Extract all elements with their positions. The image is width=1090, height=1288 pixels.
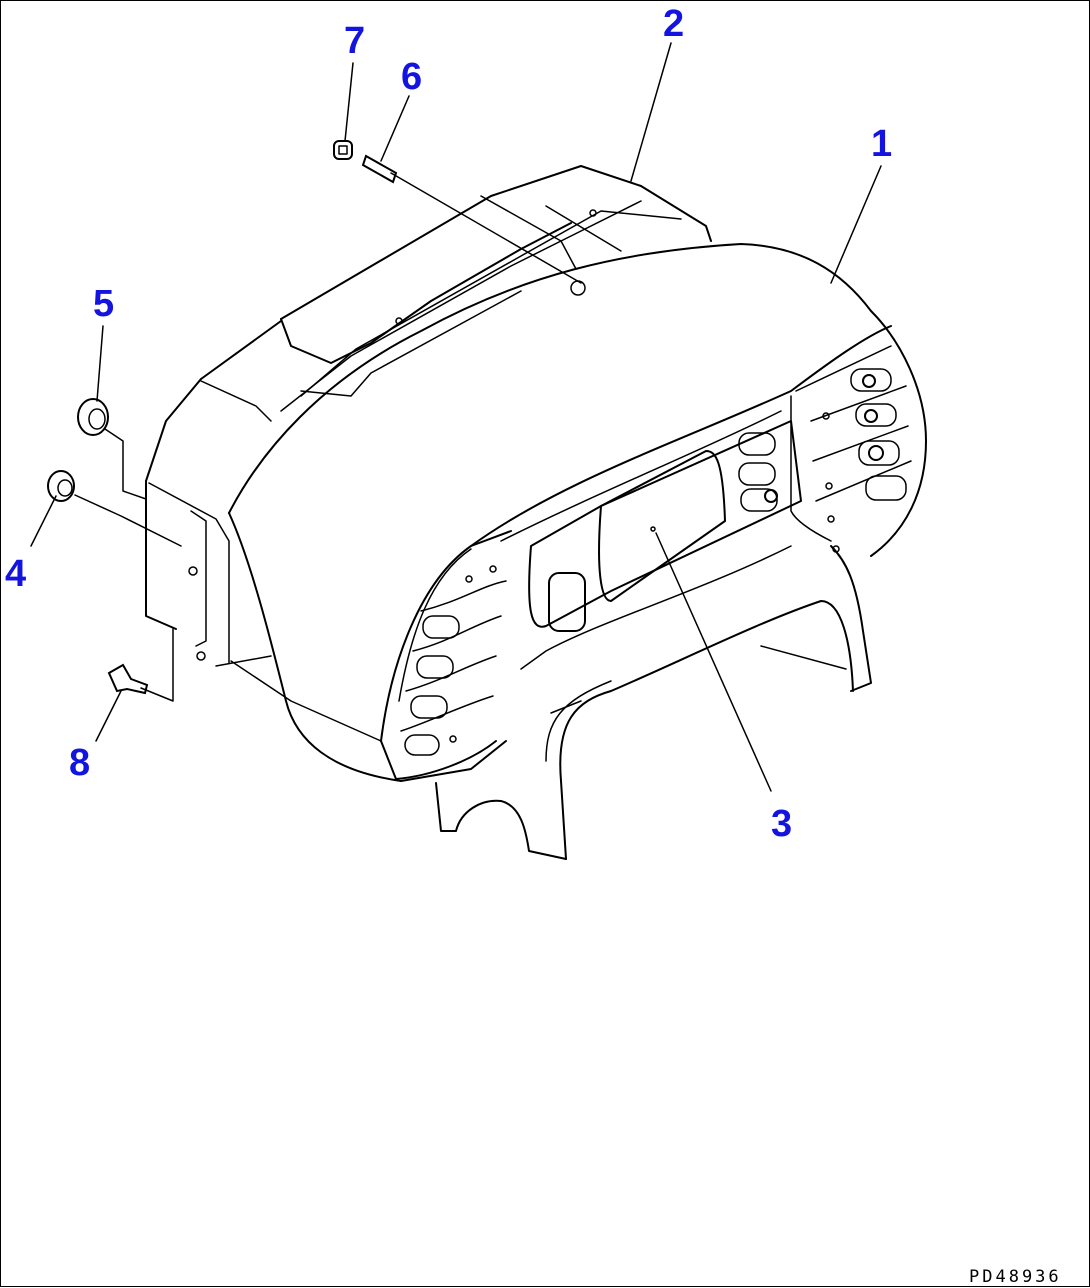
assembly-lines xyxy=(74,172,582,742)
callout-6: 6 xyxy=(401,56,422,98)
callout-3: 3 xyxy=(771,803,792,845)
part-8-bolt xyxy=(107,663,149,695)
callout-8: 8 xyxy=(69,742,90,784)
rear-cover xyxy=(145,165,712,667)
part-4-grommet xyxy=(47,470,75,502)
left-switch-panel xyxy=(400,565,507,756)
monitor-display xyxy=(528,420,802,632)
part-7-nut xyxy=(333,140,353,160)
drawing-code: PD48936 xyxy=(969,1267,1062,1287)
part-5-grommet xyxy=(77,398,109,436)
callout-2: 2 xyxy=(663,3,684,45)
leader-lines xyxy=(30,42,882,792)
callout-7: 7 xyxy=(344,20,365,62)
dashboard-housing xyxy=(228,243,927,860)
callout-1: 1 xyxy=(871,123,892,165)
right-switch-panel xyxy=(790,345,912,553)
callout-5: 5 xyxy=(93,283,114,325)
part-6-pin xyxy=(361,154,398,184)
callout-4: 4 xyxy=(5,553,26,595)
